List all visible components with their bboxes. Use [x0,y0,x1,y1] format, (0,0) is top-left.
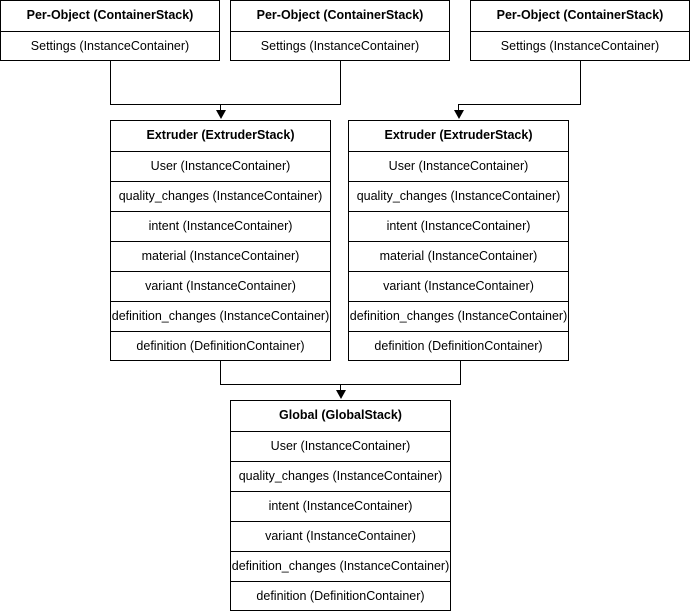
node-row-definition-changes: definition_changes (InstanceContainer) [111,301,330,331]
node-per-object-1[interactable]: Per-Object (ContainerStack) Settings (In… [0,0,220,61]
edge-extruder-1-inbound-stem [220,104,221,112]
node-row-material: material (InstanceContainer) [349,241,568,271]
edge-global-inbound-stem [340,384,341,392]
node-per-object-3[interactable]: Per-Object (ContainerStack) Settings (In… [470,0,690,61]
node-per-object-2[interactable]: Per-Object (ContainerStack) Settings (In… [230,0,450,61]
node-row-definition: definition (DefinitionContainer) [231,581,450,611]
node-row-quality-changes: quality_changes (InstanceContainer) [231,461,450,491]
edge-per-object-2-down [340,61,341,105]
node-header: Per-Object (ContainerStack) [256,8,424,23]
node-header: Per-Object (ContainerStack) [496,8,664,23]
arrowhead-extruder-1 [216,110,226,119]
node-row-user: User (InstanceContainer) [349,151,568,181]
node-row-definition-changes: definition_changes (InstanceContainer) [231,551,450,581]
node-row-quality-changes: quality_changes (InstanceContainer) [349,181,568,211]
node-row-material: material (InstanceContainer) [111,241,330,271]
node-row-settings: Settings (InstanceContainer) [471,31,689,61]
edge-per-object-3-down [580,61,581,105]
node-header: Global (GlobalStack) [279,408,402,423]
node-row-variant: variant (InstanceContainer) [111,271,330,301]
node-row-user: User (InstanceContainer) [111,151,330,181]
node-row-variant: variant (InstanceContainer) [231,521,450,551]
node-row-quality-changes: quality_changes (InstanceContainer) [111,181,330,211]
node-row-user: User (InstanceContainer) [231,431,450,461]
arrowhead-global [336,390,346,399]
edge-per-object-3-across [458,104,580,105]
node-header: Extruder (ExtruderStack) [384,128,533,143]
edge-extruder-2-down [460,361,461,385]
arrowhead-extruder-2 [454,110,464,119]
edge-per-object-1-across [110,104,341,105]
node-row-variant: variant (InstanceContainer) [349,271,568,301]
node-row-intent: intent (InstanceContainer) [231,491,450,521]
node-header: Per-Object (ContainerStack) [26,8,194,23]
node-row-settings: Settings (InstanceContainer) [1,31,219,61]
node-global[interactable]: Global (GlobalStack) User (InstanceConta… [230,400,451,611]
edge-extruder-2-inbound-stem [458,104,459,112]
node-extruder-2[interactable]: Extruder (ExtruderStack) User (InstanceC… [348,120,569,361]
node-row-intent: intent (InstanceContainer) [349,211,568,241]
node-row-settings: Settings (InstanceContainer) [231,31,449,61]
node-row-intent: intent (InstanceContainer) [111,211,330,241]
edge-per-object-1-down [110,61,111,105]
edge-extruder-1-down [220,361,221,385]
node-row-definition: definition (DefinitionContainer) [111,331,330,361]
node-extruder-1[interactable]: Extruder (ExtruderStack) User (InstanceC… [110,120,331,361]
node-row-definition: definition (DefinitionContainer) [349,331,568,361]
node-row-definition-changes: definition_changes (InstanceContainer) [349,301,568,331]
node-header: Extruder (ExtruderStack) [146,128,295,143]
